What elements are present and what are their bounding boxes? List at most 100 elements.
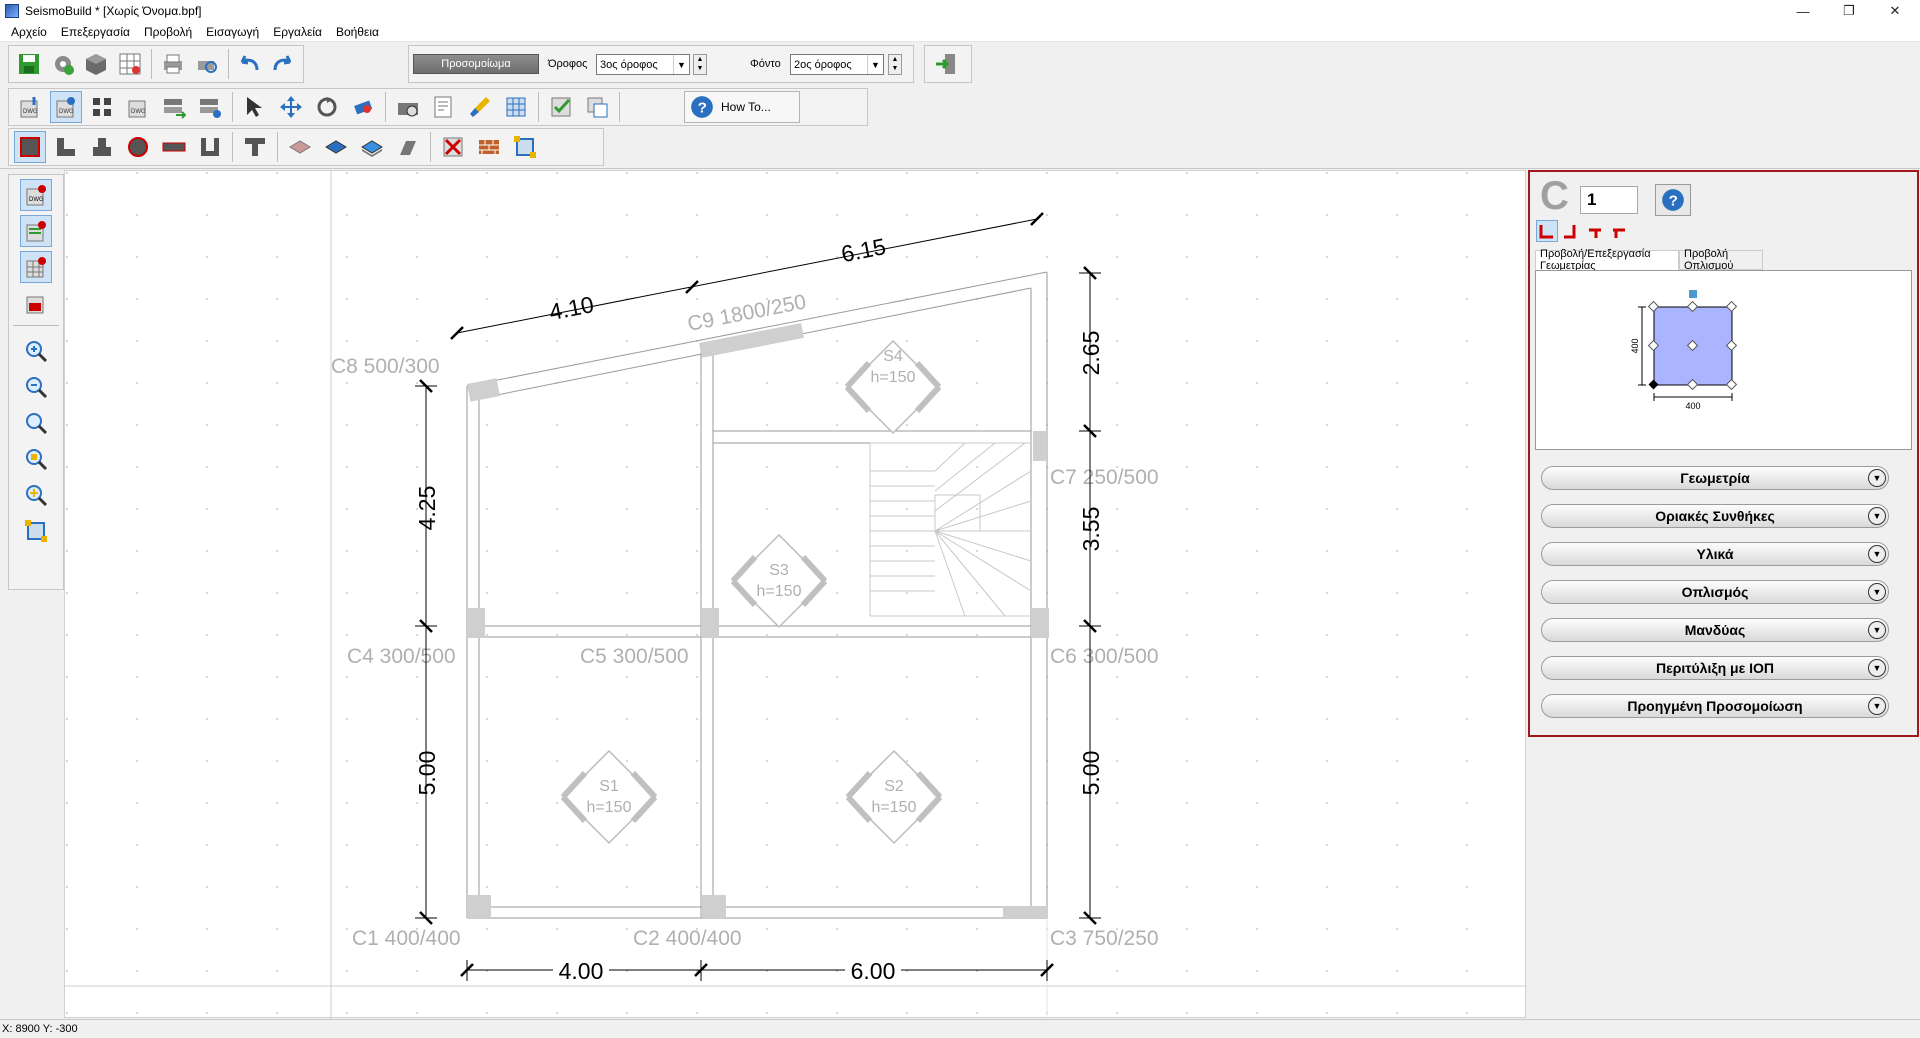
eraser-icon[interactable] xyxy=(347,91,379,123)
zoom-previous-icon[interactable] xyxy=(20,443,52,475)
background-spinner[interactable]: ▲▼ xyxy=(888,54,902,75)
section-shape-4-icon[interactable] xyxy=(1608,220,1630,242)
column-c3[interactable] xyxy=(1003,906,1047,918)
export-dwg-icon[interactable]: DWG xyxy=(122,91,154,123)
ribbed-slab-icon[interactable] xyxy=(356,131,388,163)
3d-view-icon[interactable] xyxy=(82,48,112,80)
delete-element-icon[interactable] xyxy=(437,131,469,163)
slab-s4[interactable] xyxy=(844,339,942,435)
save-icon[interactable] xyxy=(14,48,44,80)
menu-insert[interactable]: Εισαγωγή xyxy=(206,24,260,39)
print-preview-icon[interactable] xyxy=(192,48,222,80)
section-preview[interactable]: 400 400 xyxy=(1535,270,1912,450)
dwg-layer-1-icon[interactable]: DWG xyxy=(20,179,52,211)
slab-s1[interactable] xyxy=(560,749,658,845)
stair-icon[interactable] xyxy=(392,131,424,163)
section-number-input[interactable]: 1 xyxy=(1580,186,1638,214)
column-c6[interactable] xyxy=(1031,608,1049,638)
resize-handle[interactable] xyxy=(1725,378,1738,391)
dwg-layer-4-icon[interactable] xyxy=(20,287,52,319)
column-c2[interactable] xyxy=(702,895,726,918)
column-c4[interactable] xyxy=(467,608,485,638)
l-column-icon[interactable] xyxy=(50,131,82,163)
menu-edit[interactable]: Επεξεργασία xyxy=(60,24,130,39)
column-c5[interactable] xyxy=(701,608,719,638)
report-icon[interactable] xyxy=(428,91,460,123)
minimize-button[interactable]: — xyxy=(1796,3,1810,19)
resize-handle[interactable] xyxy=(1647,300,1660,313)
undo-icon[interactable] xyxy=(234,48,264,80)
resize-handle[interactable] xyxy=(1686,378,1699,391)
column-c1[interactable] xyxy=(467,895,491,918)
simulation-button[interactable]: Προσομοίωμα xyxy=(413,54,539,74)
rect-beam-icon[interactable] xyxy=(158,131,190,163)
tab-geometry[interactable]: Προβολή/Επεξεργασία Γεωμετρίας xyxy=(1535,248,1679,272)
section-help-button[interactable]: ? xyxy=(1655,184,1691,216)
import-dwg-icon[interactable]: DWG xyxy=(14,91,46,123)
resize-handle[interactable] xyxy=(1686,300,1699,313)
resize-handle[interactable] xyxy=(1725,300,1738,313)
u-section-icon[interactable] xyxy=(194,131,226,163)
accordion-jacket[interactable]: Μανδύας▼ xyxy=(1541,618,1889,642)
restore-button[interactable]: ❐ xyxy=(1843,3,1855,18)
select-pointer-icon[interactable] xyxy=(239,91,271,123)
close-button[interactable]: ✕ xyxy=(1889,3,1901,18)
slab-icon[interactable] xyxy=(284,131,316,163)
zoom-out-icon[interactable] xyxy=(20,371,52,403)
columns-icon[interactable] xyxy=(86,91,118,123)
plan-canvas[interactable]: S1 h=150 S2 h=150 S3 h=150 S4 h=150 C1 4… xyxy=(64,170,1527,1019)
check-icon[interactable] xyxy=(545,91,577,123)
rotation-handle[interactable] xyxy=(1689,290,1697,298)
floor-select[interactable]: 3ος όροφος▼ xyxy=(596,54,690,75)
t-column-icon[interactable] xyxy=(86,131,118,163)
accordion-boundary-conditions[interactable]: Οριακές Συνθήκες▼ xyxy=(1541,504,1889,528)
dwg-layer-2-icon[interactable] xyxy=(20,215,52,247)
infill-wall-icon[interactable] xyxy=(473,131,505,163)
move-icon[interactable] xyxy=(275,91,307,123)
copy-floor-icon[interactable] xyxy=(158,91,190,123)
tab-reinforcement[interactable]: Προβολή Οπλισμού xyxy=(1679,248,1763,272)
zoom-extents-icon[interactable] xyxy=(20,515,52,547)
section-shape-3-icon[interactable] xyxy=(1584,220,1606,242)
exit-icon[interactable] xyxy=(930,48,962,80)
grid-icon[interactable] xyxy=(115,48,145,80)
column-c7[interactable] xyxy=(1033,431,1047,461)
t-beam-icon[interactable] xyxy=(239,131,271,163)
section-shape-1-icon[interactable] xyxy=(1536,220,1558,242)
accordion-reinforcement[interactable]: Οπλισμός▼ xyxy=(1541,580,1889,604)
accordion-geometry[interactable]: Γεωμετρία▼ xyxy=(1541,466,1889,490)
slab-blue-icon[interactable] xyxy=(320,131,352,163)
resize-handle[interactable] xyxy=(1647,339,1660,352)
floor-manager-icon[interactable] xyxy=(194,91,226,123)
zoom-in-icon[interactable] xyxy=(20,335,52,367)
column-c9[interactable] xyxy=(699,323,804,358)
mesh-icon[interactable] xyxy=(500,91,532,123)
menu-tools[interactable]: Εργαλεία xyxy=(273,24,322,39)
zoom-window-icon[interactable] xyxy=(20,407,52,439)
zoom-all-icon[interactable] xyxy=(20,479,52,511)
accordion-frp-wrapping[interactable]: Περιτύλιξη με ΙΟΠ▼ xyxy=(1541,656,1889,680)
accordion-advanced-modelling[interactable]: Προηγμένη Προσομοίωση▼ xyxy=(1541,694,1889,718)
menu-help[interactable]: Βοήθεια xyxy=(335,24,379,39)
background-select[interactable]: 2ος όροφος▼ xyxy=(790,54,884,75)
settings-icon[interactable] xyxy=(48,48,78,80)
export-icon[interactable] xyxy=(581,91,613,123)
view-dwg-icon[interactable]: DWG xyxy=(50,91,82,123)
accordion-materials[interactable]: Υλικά▼ xyxy=(1541,542,1889,566)
howto-button[interactable]: ? How To... xyxy=(684,91,800,123)
floor-view-icon[interactable] xyxy=(392,91,424,123)
resize-handle[interactable] xyxy=(1686,339,1699,352)
rotate-icon[interactable] xyxy=(311,91,343,123)
circular-column-icon[interactable] xyxy=(122,131,154,163)
menu-file[interactable]: Αρχείο xyxy=(11,24,47,39)
brush-icon[interactable] xyxy=(464,91,496,123)
dwg-layer-3-icon[interactable] xyxy=(20,251,52,283)
print-icon[interactable] xyxy=(158,48,188,80)
column-c8[interactable] xyxy=(467,378,500,402)
floor-spinner[interactable]: ▲▼ xyxy=(693,54,707,75)
rect-column-icon[interactable] xyxy=(14,131,46,163)
menu-view[interactable]: Προβολή xyxy=(143,24,193,39)
resize-handle[interactable] xyxy=(1725,339,1738,352)
slab-s2[interactable] xyxy=(845,749,943,845)
frame-select-icon[interactable] xyxy=(509,131,541,163)
